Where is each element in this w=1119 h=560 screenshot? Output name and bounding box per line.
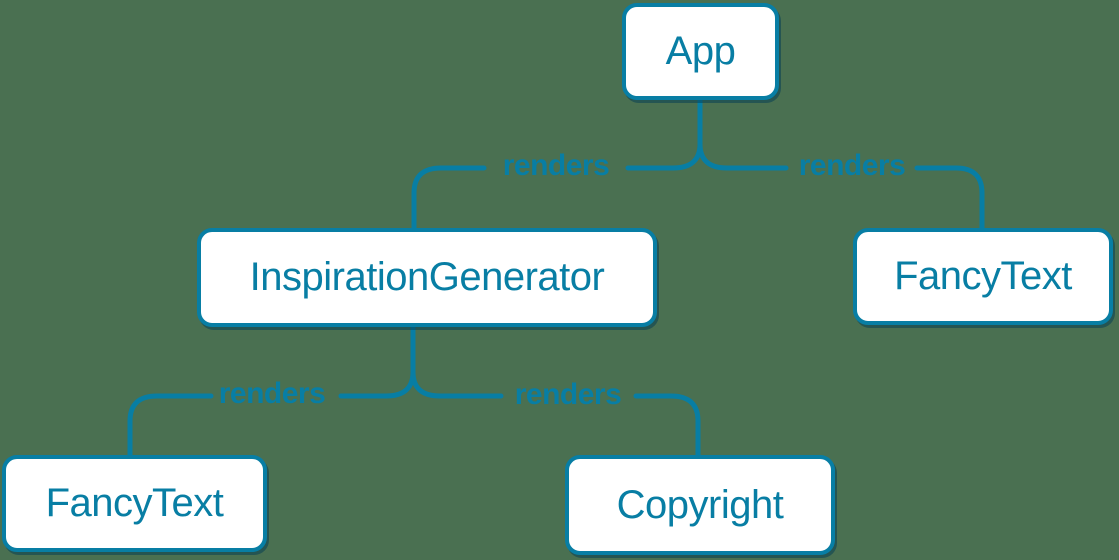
edge-app-to-fancytext-left-segment bbox=[697, 141, 789, 171]
node-app: App bbox=[622, 3, 779, 100]
node-fancy-text-left-label: FancyText bbox=[45, 481, 224, 525]
edge-inspirationgenerator-to-fancytext-left-segment bbox=[127, 393, 214, 458]
edge-label-app-inspirationgenerator: renders bbox=[502, 149, 610, 182]
node-inspiration-generator: InspirationGenerator bbox=[197, 228, 657, 327]
node-inspiration-generator-label: InspirationGenerator bbox=[249, 255, 605, 299]
edge-label-inspirationgenerator-copyright: renders bbox=[514, 378, 622, 411]
edge-label-app-fancytext: renders bbox=[798, 149, 906, 182]
edge-inspirationgenerator-to-copyright-left-segment bbox=[410, 369, 504, 399]
node-fancy-text-right-label: FancyText bbox=[894, 254, 1072, 298]
node-copyright: Copyright bbox=[565, 455, 835, 555]
edge-label-inspirationgenerator-fancytext: renders bbox=[218, 377, 326, 410]
node-app-label: App bbox=[665, 29, 736, 73]
edge-app-to-fancytext-right-segment bbox=[914, 165, 985, 231]
node-fancy-text-right: FancyText bbox=[853, 228, 1113, 325]
node-copyright-label: Copyright bbox=[616, 482, 784, 527]
edge-app-to-inspirationgenerator-right-segment bbox=[625, 97, 703, 171]
edge-inspirationgenerator-to-fancytext-right-segment bbox=[338, 324, 416, 399]
edge-inspirationgenerator-to-copyright-right-segment bbox=[633, 393, 701, 458]
edge-app-to-inspirationgenerator-left-segment bbox=[411, 165, 487, 231]
node-fancy-text-left: FancyText bbox=[2, 455, 267, 552]
